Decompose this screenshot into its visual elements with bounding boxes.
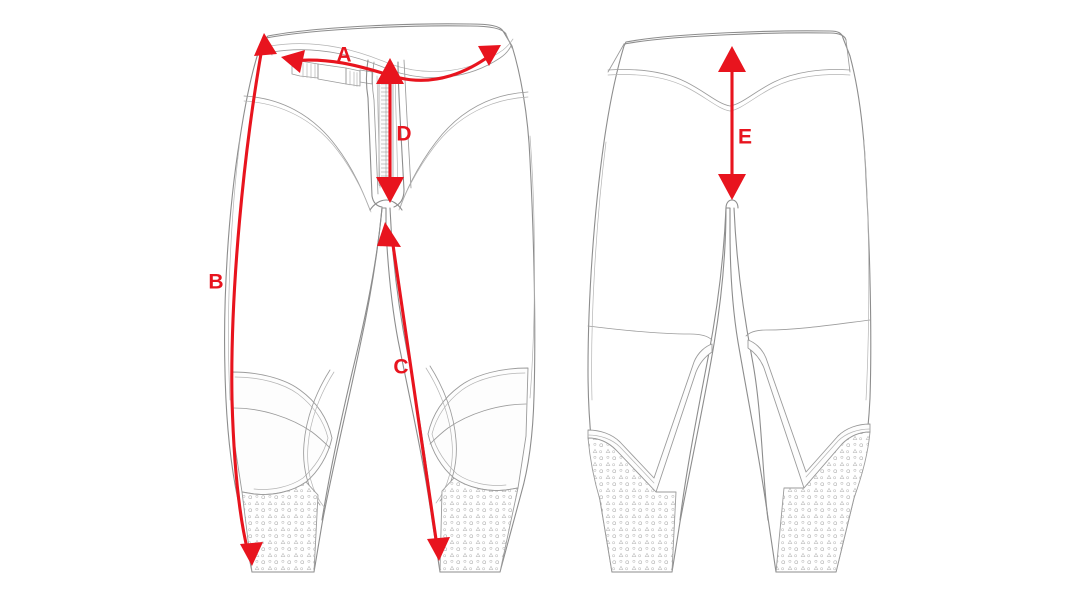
back-yoke-seam-2 xyxy=(607,74,851,112)
front-fly-placket-inner xyxy=(372,61,379,195)
back-body-outline xyxy=(587,30,872,573)
back-left-knee-stitch xyxy=(587,434,655,484)
measure-c-inseam: C xyxy=(377,222,450,561)
front-right-hip-seam-2 xyxy=(398,96,529,211)
belt-buckle-hardware xyxy=(291,60,373,87)
back-right-thigh-seam xyxy=(745,319,871,337)
front-left-leg-inseam xyxy=(321,207,383,521)
measure-d-arrowhead-top xyxy=(376,58,404,84)
measure-c-line xyxy=(390,237,439,547)
back-waistband-right-edge xyxy=(845,39,851,73)
front-crotch-gusset xyxy=(369,199,403,211)
measure-a-arrowhead-left xyxy=(281,50,305,73)
front-left-grip-zone xyxy=(241,481,319,573)
front-waistband-inner-line-2 xyxy=(269,38,514,72)
front-right-grip-zone xyxy=(439,477,519,573)
front-left-knee-divider xyxy=(233,407,331,449)
measure-b-arrowhead-bottom xyxy=(240,542,263,566)
front-waistband-inner-line xyxy=(271,45,512,79)
measure-e-arrowhead-bottom xyxy=(718,174,746,200)
back-right-knee-stitch xyxy=(805,428,871,478)
zipper-topstitch-right xyxy=(394,75,399,189)
measure-d-fly-rise: D xyxy=(376,58,412,203)
front-view xyxy=(224,23,536,573)
measure-b-line xyxy=(230,47,264,553)
back-right-inseam xyxy=(733,207,769,521)
front-right-knee-divider xyxy=(429,403,527,445)
front-left-hip-seam-2 xyxy=(243,100,372,213)
front-fly-placket xyxy=(365,59,383,208)
measure-b-arrowhead-top xyxy=(254,33,277,56)
front-waistband-right-edge xyxy=(505,33,513,49)
measure-c-label: C xyxy=(393,356,408,379)
back-left-thigh-seam xyxy=(587,325,713,341)
back-yoke-seam xyxy=(607,69,851,107)
front-waistband-top xyxy=(265,25,507,39)
measure-c-arrowhead-bottom xyxy=(427,537,450,561)
back-view xyxy=(587,30,872,573)
back-left-grip-zone xyxy=(587,437,677,573)
measure-e-label: E xyxy=(738,126,752,149)
measure-d-arrowhead-bottom xyxy=(376,177,404,203)
measure-a-arrowhead-right xyxy=(478,45,501,66)
back-left-side-seam xyxy=(591,141,607,401)
measure-c-arrowhead-top xyxy=(377,222,401,247)
dimension-annotations: A B C D xyxy=(208,33,752,566)
measure-a-label: A xyxy=(336,44,351,67)
front-left-knee-panel-stitch xyxy=(234,376,329,490)
zipper-topstitch-left xyxy=(376,75,381,189)
back-waistband-left-edge xyxy=(607,43,625,73)
front-left-side-seam xyxy=(228,139,241,401)
front-right-knee-panel-stitch xyxy=(431,372,526,486)
front-right-side-seam xyxy=(529,135,535,399)
measure-b-label: B xyxy=(208,271,223,294)
measure-e-back-rise: E xyxy=(718,46,752,200)
back-right-side-seam xyxy=(863,139,870,401)
measure-d-label: D xyxy=(396,123,411,146)
back-waistband-top xyxy=(623,32,847,45)
measure-b-outseam: B xyxy=(208,33,277,566)
front-fly-right-edge-inner xyxy=(403,59,412,189)
back-left-inseam xyxy=(679,207,727,521)
measure-e-arrowhead-top xyxy=(718,46,746,72)
